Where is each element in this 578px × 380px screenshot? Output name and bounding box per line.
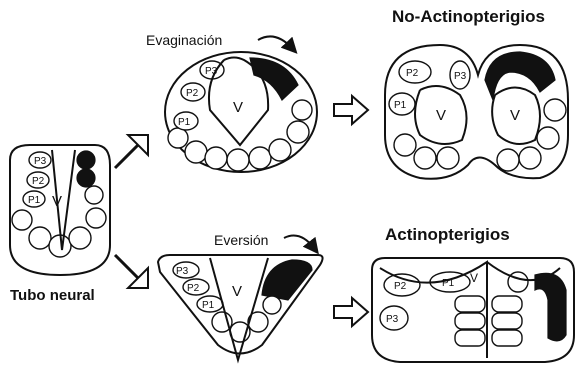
hollow-right-arrow-icon (334, 96, 368, 124)
actinopterygii-section: Actinopterigios P2 P1 P3 V (372, 225, 574, 362)
neural-tube-ventricle-label: V (52, 193, 62, 210)
non-actino-ventricle-right: V (510, 107, 520, 124)
neural-tube-section: P3 P2 P1 V Tubo neural (10, 145, 110, 304)
evagination-ventricle-label: V (233, 99, 243, 116)
eversion-p3-label: P3 (176, 266, 189, 277)
arrow-down-right-icon (115, 255, 148, 288)
non-actino-p1-label: P1 (394, 100, 407, 111)
actinopterygii-label: Actinopterigios (385, 225, 510, 244)
non-actino-p3-label: P3 (454, 71, 467, 82)
hollow-right-arrow-icon (334, 298, 368, 326)
actino-ventricle-label: V (470, 271, 478, 285)
curved-arrow-icon (258, 36, 292, 48)
eversion-ventricle-label: V (232, 283, 242, 300)
neural-tube-p2-label: P2 (32, 176, 45, 187)
eversion-section: Eversión P3 P2 P1 V (158, 232, 323, 360)
non-actinopterygii-label: No-Actinopterigios (392, 7, 545, 26)
eversion-p2-label: P2 (187, 283, 200, 294)
neural-tube-p1-label: P1 (28, 195, 41, 206)
evagination-label: Evaginación (146, 32, 222, 48)
actino-p2-label: P2 (394, 281, 407, 292)
actino-p3-label: P3 (386, 314, 399, 325)
arrow-up-right-icon (115, 135, 148, 168)
non-actinopterygii-section: No-Actinopterigios P2 P1 P3 V V (385, 7, 568, 179)
neural-tube-p3-label: P3 (34, 156, 47, 167)
curved-arrow-icon (284, 236, 314, 248)
non-actino-ventricle-left: V (436, 107, 446, 124)
actino-p1-label: P1 (442, 278, 455, 289)
evagination-p3-label: P3 (205, 66, 218, 77)
evagination-p2-label: P2 (186, 88, 199, 99)
eversion-p1-label: P1 (202, 300, 215, 311)
eversion-label: Eversión (214, 232, 268, 248)
evagination-section: Evaginación P3 P2 P1 V (146, 32, 317, 172)
evagination-p1-label: P1 (178, 117, 191, 128)
non-actino-p2-label: P2 (406, 68, 419, 79)
neural-tube-label: Tubo neural (10, 287, 95, 304)
